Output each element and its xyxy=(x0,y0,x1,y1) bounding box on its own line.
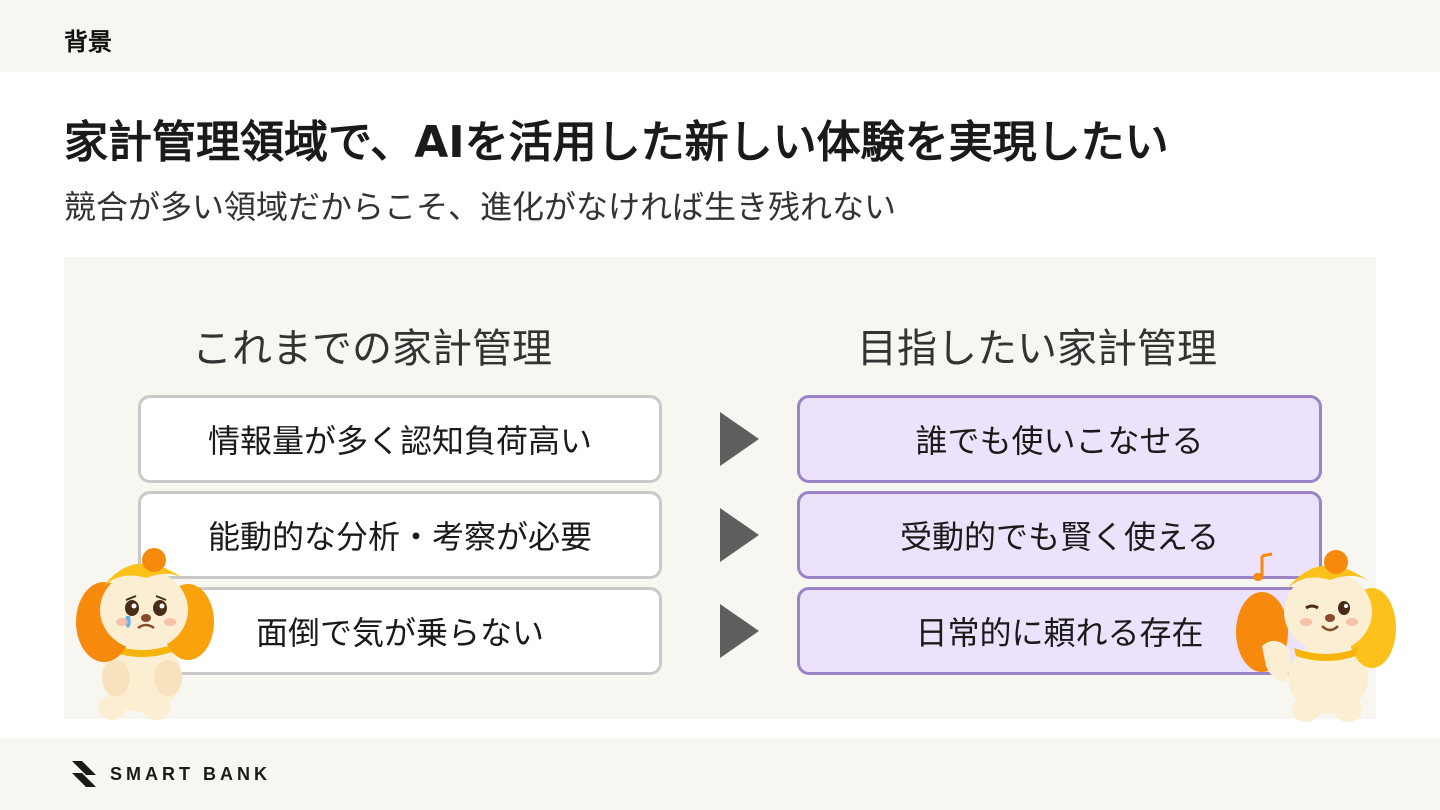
page-subtitle: 競合が多い領域だからこそ、進化がなければ生き残れない xyxy=(64,188,897,226)
after-heading: 目指したい家計管理 xyxy=(857,326,1217,372)
arrow-right-icon xyxy=(720,508,759,562)
sad-mascot-illustration xyxy=(76,548,214,720)
before-item: 面倒で気が乗らない xyxy=(138,587,662,675)
arrow-right-icon xyxy=(720,604,759,658)
before-item: 能動的な分析・考察が必要 xyxy=(138,491,662,579)
header-band xyxy=(0,0,1440,72)
logo-text: SMART BANK xyxy=(110,763,271,784)
before-heading: これまでの家計管理 xyxy=(192,326,552,372)
footer-band xyxy=(0,738,1440,810)
page-title: 家計管理領域で、AIを活用した新しい体験を実現したい xyxy=(64,117,1169,168)
after-item: 誰でも使いこなせる xyxy=(797,395,1322,483)
after-item: 受動的でも賢く使える xyxy=(797,491,1322,579)
section-label: 背景 xyxy=(64,28,112,56)
arrow-right-icon xyxy=(720,412,759,466)
slash-logo-icon xyxy=(72,761,96,787)
before-item: 情報量が多く認知負荷高い xyxy=(138,395,662,483)
company-logo: SMART BANK xyxy=(68,757,271,791)
happy-mascot-illustration xyxy=(1236,550,1396,722)
